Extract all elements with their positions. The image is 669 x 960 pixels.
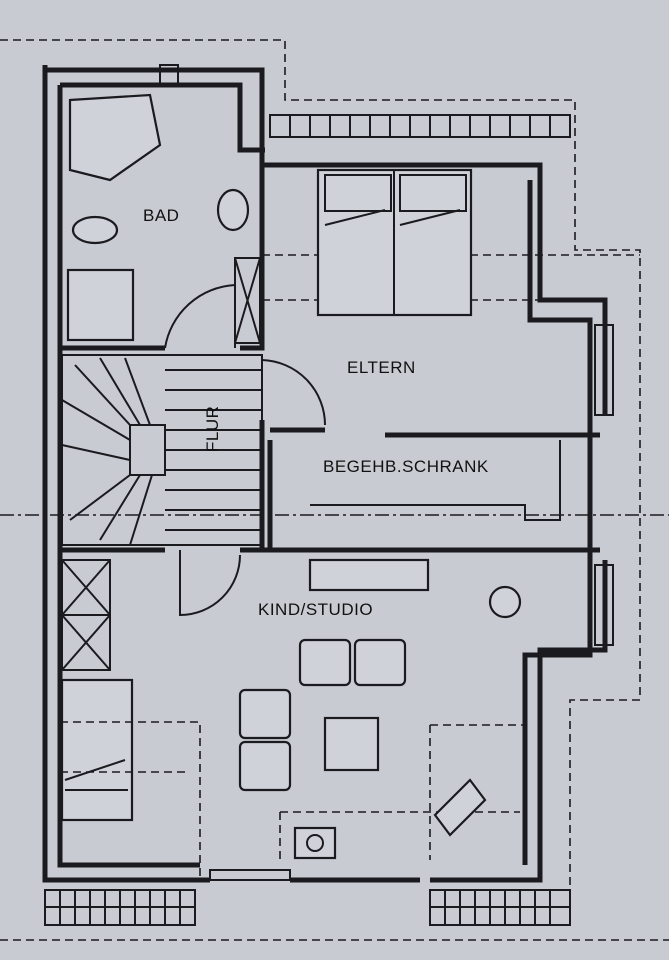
stove — [293, 826, 337, 860]
outer-wall-inner — [57, 82, 593, 868]
schrank-shelf — [310, 440, 561, 521]
window-top — [159, 64, 179, 86]
room-label-schrank: BEGEHB.SCHRANK — [323, 457, 489, 476]
room-label-bad: BAD — [143, 206, 179, 225]
door-eltern — [261, 359, 326, 426]
roof-tiles-bottom-right — [429, 889, 571, 926]
room-label-kind: KIND/STUDIO — [258, 600, 373, 619]
corner-bathtub — [68, 93, 162, 182]
roof-slope-kind — [60, 721, 525, 880]
shower — [66, 268, 135, 342]
roof-tiles-top — [269, 114, 571, 138]
armchair — [353, 638, 407, 687]
round-table — [488, 585, 522, 619]
room-label-flur: FLUR — [203, 406, 222, 452]
armchair — [238, 688, 292, 740]
staircase — [61, 354, 263, 546]
room-label-eltern: ELTERN — [347, 358, 416, 377]
stove-pipe — [306, 834, 324, 852]
armchair — [298, 638, 352, 687]
toilet — [71, 215, 119, 245]
cabinet-bad — [234, 257, 261, 344]
shelf-cabinet — [61, 559, 111, 671]
door-kind — [179, 550, 241, 617]
window-bottom — [209, 869, 291, 881]
single-bed — [60, 678, 134, 822]
roof-tiles-bottom-left — [44, 889, 196, 926]
door-bad — [164, 283, 236, 349]
window-right-lower — [594, 564, 614, 646]
outer-wall — [42, 65, 608, 883]
drafting-table — [433, 778, 487, 837]
window-right-upper — [594, 324, 614, 416]
desk — [308, 558, 430, 592]
roof-outline — [0, 39, 669, 941]
armchair — [238, 740, 292, 792]
double-bed — [316, 168, 473, 317]
coffee-table — [323, 716, 380, 772]
washbasin — [216, 188, 250, 232]
